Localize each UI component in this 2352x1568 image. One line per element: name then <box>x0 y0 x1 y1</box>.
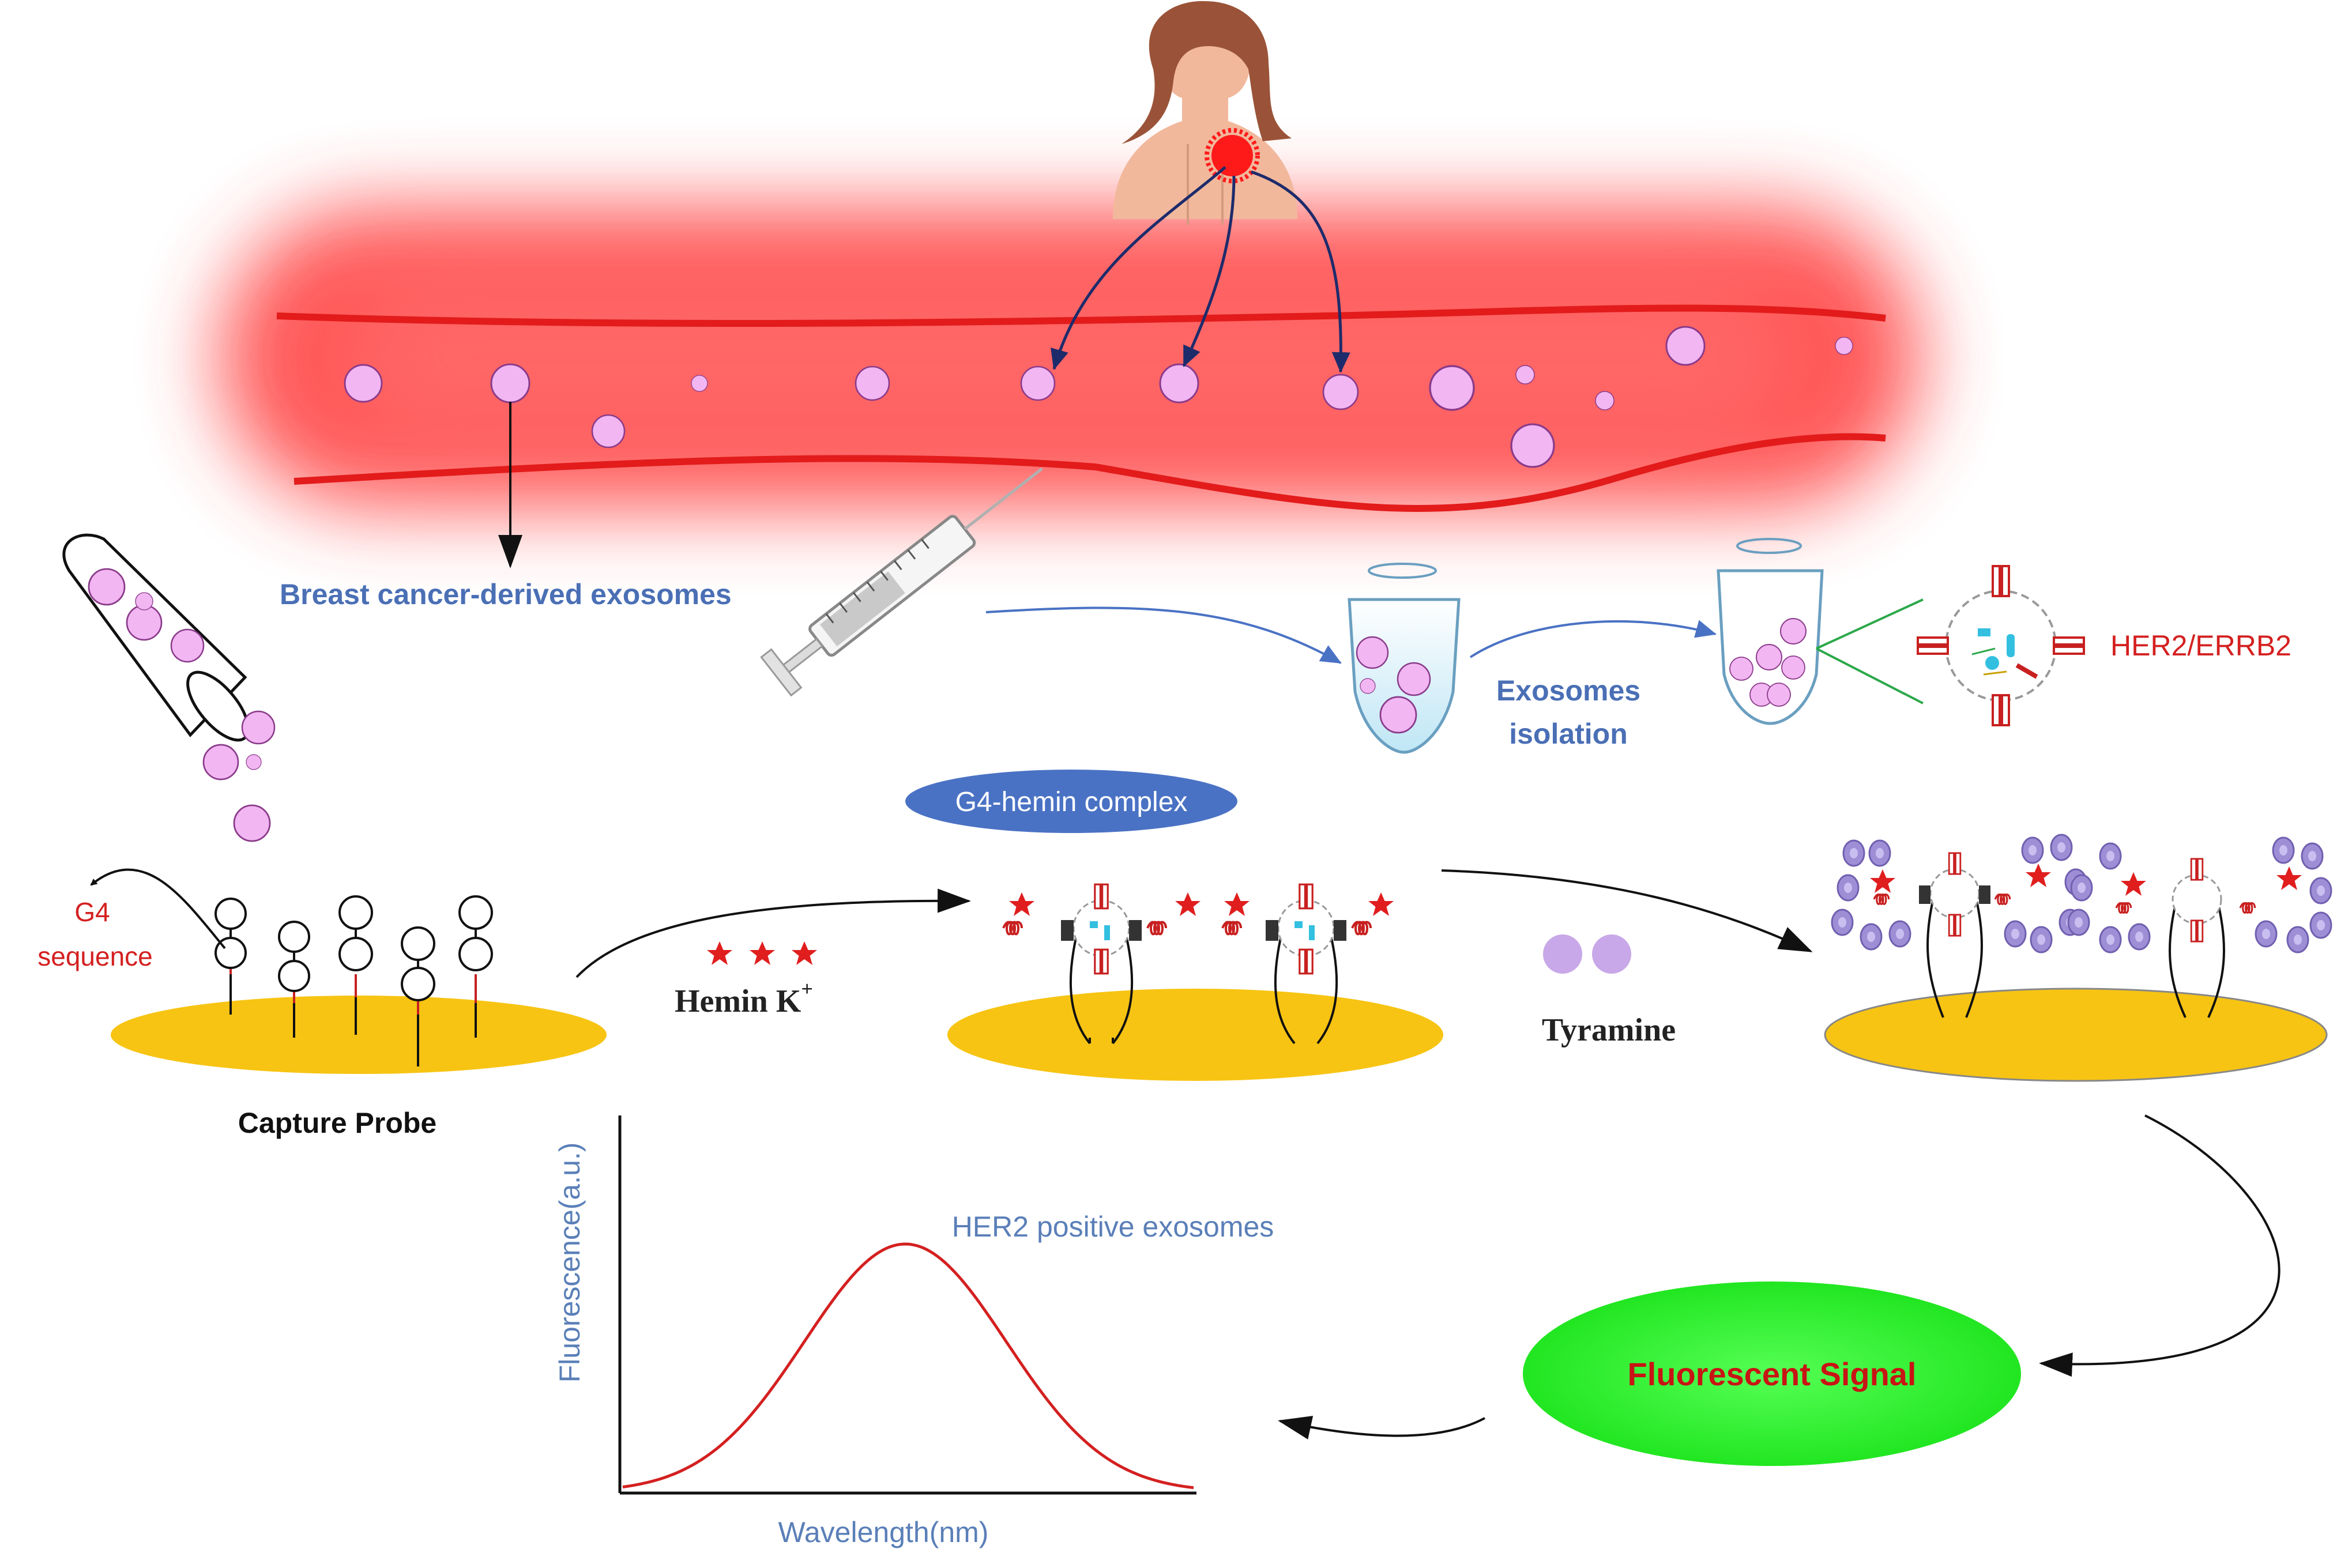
vessel-wall-top <box>276 304 1886 327</box>
her2-receptor-icon <box>1917 565 2085 726</box>
fluorescent-signal-label: Fluorescent Signal <box>1628 1356 1917 1392</box>
hemin-label: Hemin K+ <box>675 977 813 1019</box>
plot-x-label: Wavelength(nm) <box>778 1516 989 1548</box>
plot-peak-label: HER2 positive exosomes <box>952 1211 1274 1243</box>
tumor-to-vessel-arrows <box>1051 166 1350 373</box>
capture-probe-panel <box>90 868 607 1074</box>
her2-callout-lines <box>1816 598 1924 704</box>
syringe-icon <box>760 468 1043 697</box>
her2-label: HER2/ERRB2 <box>2110 630 2291 662</box>
complex-to-signal-arrow <box>1441 869 1813 952</box>
amplified-panel <box>1824 834 2332 1082</box>
hemin-stars <box>707 941 817 965</box>
exosomes-isolation-label-2: isolation <box>1509 718 1628 750</box>
tyramine-label: Tyramine <box>1542 1012 1676 1048</box>
g4-label-1: G4 <box>74 897 110 927</box>
blood-vessel <box>219 208 1920 512</box>
complex-unit-2 <box>1221 883 1394 1045</box>
signal-to-plot-arrow <box>1278 1416 1485 1440</box>
exosomes-isolation-label-1: Exosomes <box>1496 674 1640 707</box>
capture-to-complex-arrow <box>575 888 971 978</box>
g4-hemin-complex-label: G4-hemin complex <box>955 787 1188 817</box>
centrifuge-tube-icon <box>1717 538 1824 725</box>
centrifuge-tube-icon <box>1348 563 1461 754</box>
tube-to-tube-arrow <box>1469 620 1717 658</box>
tyramine-icon <box>1543 934 1631 974</box>
g4-hemin-complex-badge: G4-hemin complex <box>905 770 1237 833</box>
panel-to-signal-arrow <box>2039 1114 2281 1377</box>
vessel-wall-bottom <box>293 433 1886 512</box>
fluorescence-plot: HER2 positive exosomes Fluorescence(a.u.… <box>554 1115 1274 1548</box>
syringe-to-tube-arrow <box>985 606 1342 664</box>
tube-icon <box>62 533 250 742</box>
complex-unit-1 <box>1002 883 1201 1045</box>
tumor-icon <box>1205 128 1260 183</box>
plot-y-label: Fluorescence(a.u.) <box>554 1143 586 1383</box>
g4-label-2: sequence <box>37 941 153 971</box>
plot-peak-curve <box>622 1242 1194 1490</box>
woman-patient-icon <box>1113 1 1297 225</box>
g4-pointer-arrow <box>90 868 226 949</box>
capture-probe-label: Capture Probe <box>238 1107 437 1139</box>
complex-panel <box>947 883 1443 1081</box>
fluorescent-signal-badge: Fluorescent Signal <box>1523 1281 2021 1466</box>
breast-cancer-exosomes-label: Breast cancer-derived exosomes <box>280 578 732 610</box>
